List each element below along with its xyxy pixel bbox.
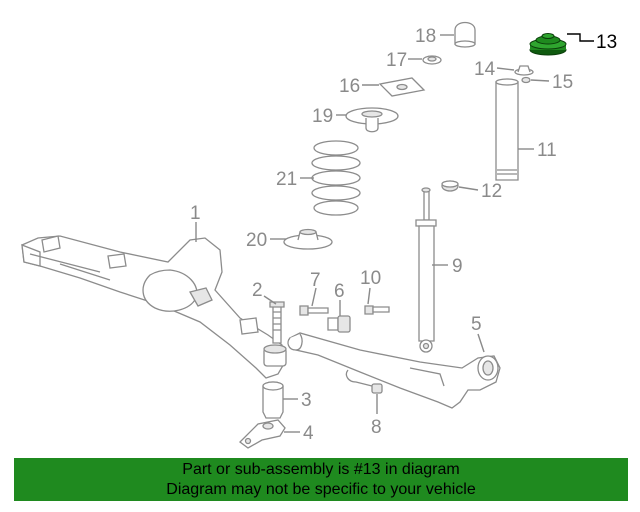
callout-18: 18 [415,26,436,47]
part-3-bushing[interactable] [263,382,283,418]
callout-10: 10 [360,268,381,289]
banner-line-part-number: Part or sub-assembly is #13 in diagram [182,461,460,478]
callout-1: 1 [190,203,201,224]
callout-21: 21 [276,169,297,190]
callout-13: 13 [596,32,617,53]
callout-3: 3 [301,390,312,411]
fitment-notice-banner: Part or sub-assembly is #13 in diagram D… [14,458,628,501]
part-1-subframe[interactable] [22,236,286,378]
banner-line-disclaimer: Diagram may not be specific to your vehi… [166,481,476,498]
part-5-trailing-arm[interactable] [288,333,500,408]
callout-17: 17 [386,50,407,71]
callout-7: 7 [310,270,321,291]
callout-labels: 1 2 3 4 5 6 7 8 9 10 11 12 13 14 15 16 1… [190,26,617,444]
part-8-nut[interactable] [372,384,382,393]
callout-11: 11 [537,140,557,161]
callout-8: 8 [371,417,382,438]
callout-9: 9 [452,256,463,277]
callout-leaders [195,33,594,433]
callout-2: 2 [252,280,263,301]
part-21-coil-spring[interactable] [312,141,360,215]
part-14-mount-cap[interactable] [515,66,533,75]
part-17-washer[interactable] [423,56,441,64]
part-4-bracket[interactable] [240,420,285,448]
callout-15: 15 [552,72,573,93]
callout-20: 20 [246,230,267,251]
callout-5: 5 [471,314,482,335]
callout-19: 19 [312,106,333,127]
part-10-bolt[interactable] [365,306,389,314]
part-12-bump-stop[interactable] [442,181,458,191]
part-6-bolt-bushing[interactable] [328,316,350,332]
callout-12: 12 [481,181,502,202]
part-16-mounting-plate[interactable] [380,78,424,96]
part-20-lower-spring-seat[interactable] [284,230,332,250]
part-2-stud[interactable] [270,302,284,343]
part-15-nut[interactable] [522,78,530,83]
part-18-cap[interactable] [455,23,475,48]
callout-14: 14 [474,59,496,80]
part-11-protective-tube[interactable] [496,79,518,180]
callout-6: 6 [334,281,345,302]
part-13-strut-mount[interactable] [530,34,566,56]
callout-4: 4 [303,423,314,444]
part-9-shock-absorber[interactable] [416,188,436,352]
callout-16: 16 [339,76,360,97]
part-7-bolt[interactable] [300,306,328,315]
part-19-upper-spring-seat[interactable] [346,108,398,132]
